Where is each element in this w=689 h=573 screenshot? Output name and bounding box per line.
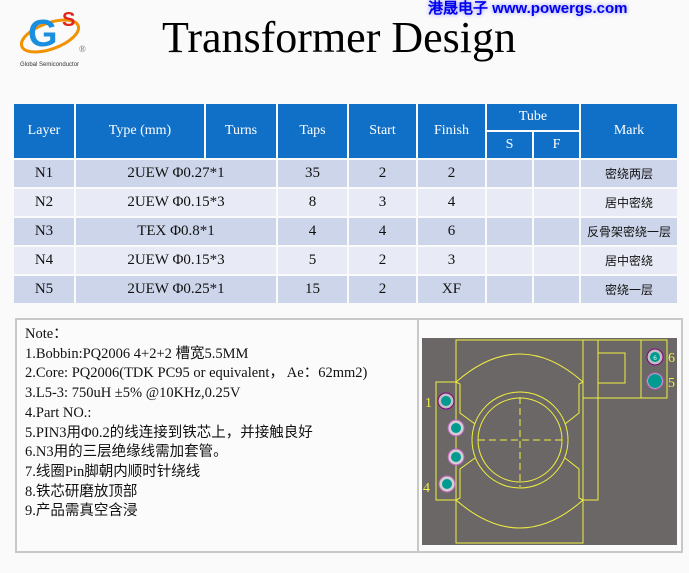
- pin-label-4: 4: [423, 481, 430, 496]
- cell-finish: 2: [418, 160, 485, 187]
- cell-mark: 密绕两层: [581, 160, 677, 187]
- brand-link[interactable]: 港晟电子 www.powergs.com: [428, 0, 628, 17]
- cell-layer: N3: [14, 218, 74, 245]
- header-tube: Tube: [487, 104, 579, 130]
- page-title: Transformer Design: [162, 13, 516, 62]
- note-item: 4.Part NO.:: [25, 404, 92, 421]
- header-tube-s: S: [487, 132, 532, 158]
- header-type: Type (mm): [76, 104, 204, 158]
- cell-taps: 5: [278, 247, 347, 274]
- cell-start: 2: [349, 247, 416, 274]
- header-turns: Turns: [206, 104, 276, 158]
- note-item: 6.N3用的三层绝缘线需加套管。: [25, 444, 228, 461]
- cell-finish: 4: [418, 189, 485, 216]
- cell-f: [534, 218, 579, 245]
- transformer-footprint-diagram: 1 4 6 5 6: [422, 338, 677, 545]
- cell-type: 2UEW Φ0.15*3: [76, 189, 276, 216]
- svg-text:®: ®: [79, 44, 86, 54]
- logo-caption: Global Semiconductor: [20, 62, 80, 68]
- cell-f: [534, 189, 579, 216]
- pin-label-5: 5: [668, 376, 675, 391]
- cell-taps: 35: [278, 160, 347, 187]
- pin6-mark: 6: [653, 355, 657, 362]
- header-finish: Finish: [418, 104, 485, 158]
- cell-f: [534, 276, 579, 303]
- cell-type: 2UEW Φ0.27*1: [76, 160, 276, 187]
- diagram-background: [422, 338, 677, 545]
- cell-taps: 15: [278, 276, 347, 303]
- cell-start: 4: [349, 218, 416, 245]
- pin-label-6: 6: [668, 351, 675, 366]
- cell-f: [534, 160, 579, 187]
- cell-start: 3: [349, 189, 416, 216]
- pin-3-pad: [447, 448, 465, 466]
- cell-mark: 居中密绕: [581, 247, 677, 274]
- header-layer: Layer: [14, 104, 74, 158]
- header-mark: Mark: [581, 104, 677, 158]
- note-item: 1.Bobbin:PQ2006 4+2+2 槽宽5.5MM: [25, 345, 249, 362]
- company-logo: G S ®: [19, 9, 86, 55]
- cell-taps: 8: [278, 189, 347, 216]
- core-outline: [435, 339, 668, 544]
- pin-2-pad: [447, 419, 465, 437]
- pin-4-pad: [438, 475, 456, 493]
- note-item: 8.铁芯研磨放顶部: [25, 483, 138, 500]
- cell-layer: N2: [14, 189, 74, 216]
- cell-type: TEX Φ0.8*1: [76, 218, 276, 245]
- notes-title: Note：: [25, 326, 68, 342]
- cell-f: [534, 247, 579, 274]
- cell-layer: N4: [14, 247, 74, 274]
- cell-type: 2UEW Φ0.15*3: [76, 247, 276, 274]
- cell-finish: 6: [418, 218, 485, 245]
- cell-mark: 密绕一层: [581, 276, 677, 303]
- cell-s: [487, 247, 532, 274]
- cell-s: [487, 276, 532, 303]
- svg-text:G: G: [28, 13, 58, 55]
- cell-s: [487, 189, 532, 216]
- cell-mark: 居中密绕: [581, 189, 677, 216]
- winding-table: Layer Type (mm) Turns Taps Start Finish …: [12, 102, 679, 305]
- cell-start: 2: [349, 160, 416, 187]
- cell-s: [487, 218, 532, 245]
- cell-finish: XF: [418, 276, 485, 303]
- header-taps: Taps: [278, 104, 347, 158]
- cell-s: [487, 160, 532, 187]
- notes-panel: Note： 1.Bobbin:PQ2006 4+2+2 槽宽5.5MM 2.Cor…: [15, 318, 417, 553]
- note-item: 2.Core: PQ2006(TDK PC95 or equivalent， A…: [25, 365, 368, 382]
- pin-label-1: 1: [425, 396, 432, 411]
- cell-start: 2: [349, 276, 416, 303]
- cell-finish: 3: [418, 247, 485, 274]
- svg-text:S: S: [62, 9, 75, 31]
- pin-6-pad: [646, 348, 664, 366]
- pin-5-pad: [646, 372, 664, 390]
- cell-taps: 4: [278, 218, 347, 245]
- note-item: 5.PIN3用Φ0.2的线连接到铁芯上，并接触良好: [25, 424, 313, 441]
- cell-mark: 反骨架密绕一层: [581, 218, 677, 245]
- cell-layer: N1: [14, 160, 74, 187]
- header-tube-f: F: [534, 132, 579, 158]
- cell-layer: N5: [14, 276, 74, 303]
- header-start: Start: [349, 104, 416, 158]
- note-item: 9.产品需真空含浸: [25, 503, 138, 520]
- pin-1-pad: [437, 392, 455, 410]
- note-item: 3.L5-3: 750uH ±5% @10KHz,0.25V: [25, 385, 241, 402]
- cell-type: 2UEW Φ0.25*1: [76, 276, 276, 303]
- note-item: 7.线圈Pin脚朝内顺时针绕线: [25, 463, 201, 480]
